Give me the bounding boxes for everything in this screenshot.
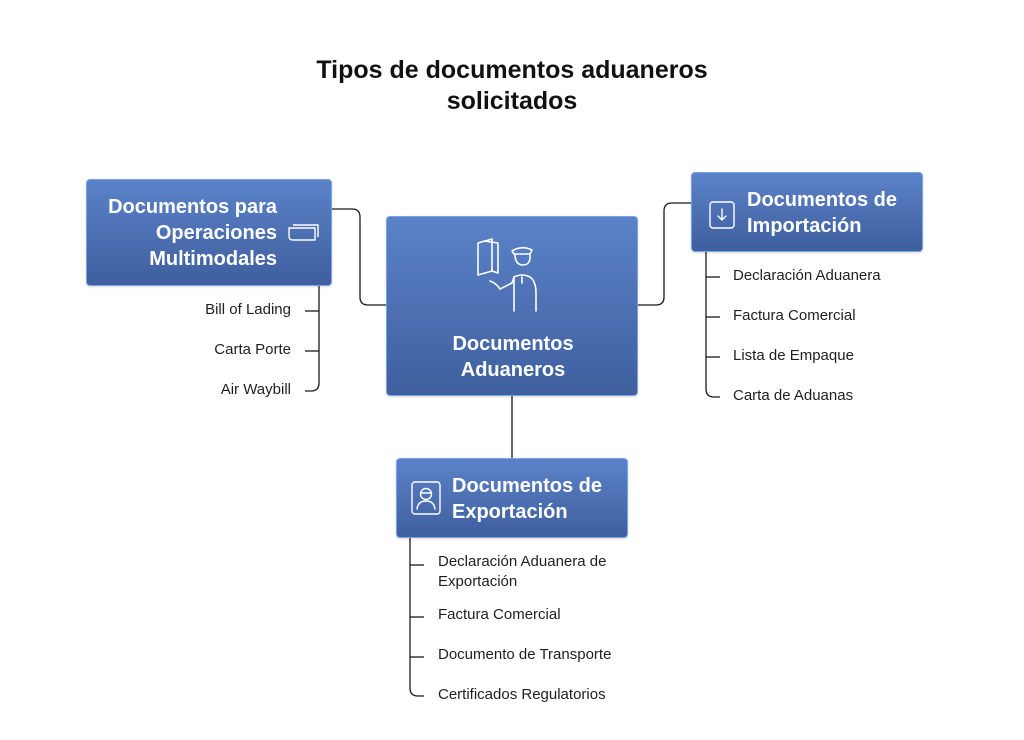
connector-center-import [638, 202, 691, 306]
diagram-title: Tipos de documentos aduaneros solicitado… [262, 55, 762, 117]
title-line-1: Tipos de documentos aduaneros [316, 56, 708, 84]
download-document-icon [709, 201, 735, 229]
node-label-line-1: Documentos para [108, 196, 277, 218]
leaf-carta-de-aduanas: Carta de Aduanas [733, 387, 854, 404]
node-label-line-3: Multimodales [149, 248, 277, 270]
leaf-certificados-regulatorios: Certificados Regulatorios [438, 686, 606, 703]
papers-icon [288, 224, 319, 241]
id-card-icon [411, 481, 441, 515]
node-label-line-2: Exportación [452, 501, 568, 523]
leaf-lista-de-empaque: Lista de Empaque [733, 347, 854, 364]
leaf-line-1: Declaración Aduanera de [438, 553, 607, 570]
branch-export [409, 538, 424, 697]
node-label-line-1: Documentos de [452, 475, 603, 497]
node-label-line-2: Operaciones [155, 222, 277, 244]
leaf-air-waybill: Air Waybill [220, 381, 291, 398]
branch-import [705, 252, 720, 398]
leaf-factura-comercial-export: Factura Comercial [438, 606, 561, 623]
leaf-bill-of-lading: Bill of Lading [205, 301, 291, 318]
customs-officer-icon [477, 238, 537, 312]
node-label-line-2: Aduaneros [460, 359, 566, 381]
node-label: Documentos de Exportación [452, 473, 627, 525]
leaf-declaracion-aduanera: Declaración Aduanera [733, 267, 881, 284]
leaf-carta-porte: Carta Porte [214, 341, 291, 358]
node-label: Documentos Aduaneros [387, 331, 639, 383]
title-line-2: solicitados [446, 87, 578, 115]
branch-multimodal [305, 286, 320, 392]
node-label: Documentos para Operaciones Multimodales [87, 194, 277, 272]
node-documentos-aduaneros[interactable]: Documentos Aduaneros [386, 216, 638, 396]
leaf-line-2: Exportación [438, 573, 518, 590]
node-documentos-importacion[interactable]: Documentos de Importación [691, 172, 923, 252]
node-label-line-1: Documentos [452, 333, 574, 355]
leaf-documento-de-transporte: Documento de Transporte [438, 646, 612, 663]
node-operaciones-multimodales[interactable]: Documentos para Operaciones Multimodales [86, 179, 332, 286]
node-label-line-2: Importación [747, 215, 862, 237]
leaf-declaracion-aduanera-exportacion: Declaración Aduanera de Exportación [438, 552, 606, 592]
node-documentos-exportacion[interactable]: Documentos de Exportación [396, 458, 628, 538]
leaf-factura-comercial-import: Factura Comercial [733, 307, 856, 324]
node-label: Documentos de Importación [747, 187, 922, 239]
node-label-line-1: Documentos de [747, 189, 898, 211]
connector-center-multimodal [332, 208, 386, 306]
